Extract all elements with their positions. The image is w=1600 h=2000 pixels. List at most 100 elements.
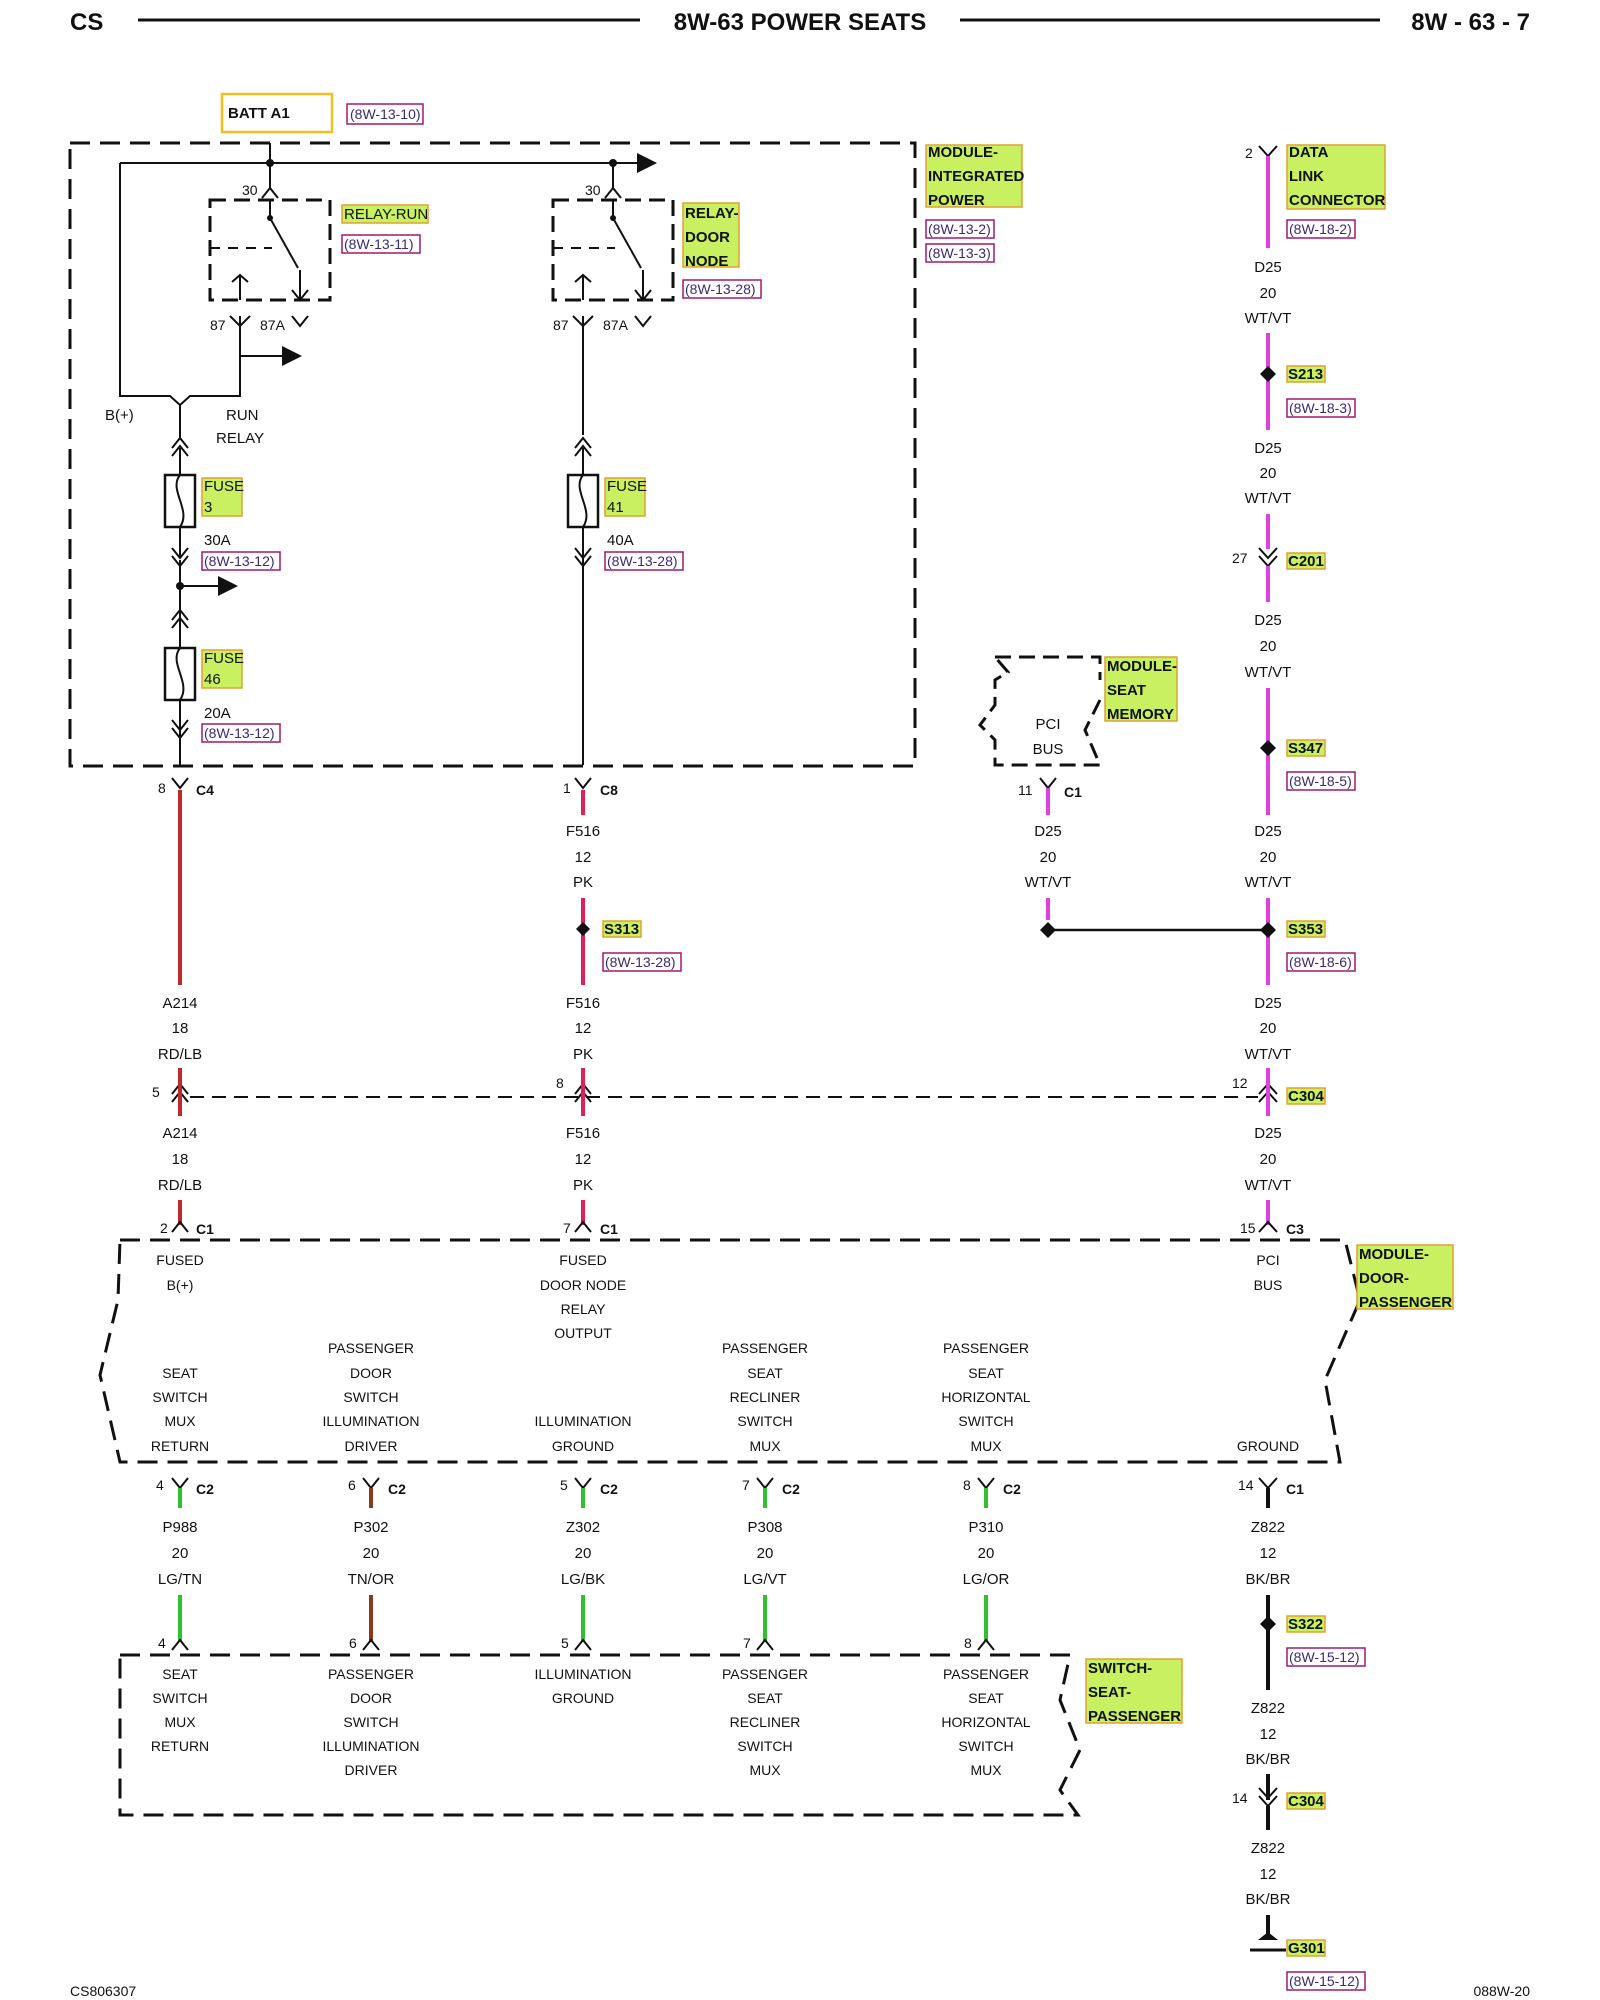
page-header: CS 8W-63 POWER SEATS 8W - 63 - 7 [70,9,1530,36]
svg-text:D25: D25 [1254,440,1282,457]
svg-text:BK/BR: BK/BR [1245,1571,1290,1588]
svg-text:CONNECTOR: CONNECTOR [1289,192,1386,209]
svg-text:46: 46 [204,671,221,688]
svg-text:Z302: Z302 [566,1519,600,1536]
fuse-41-ref[interactable]: (8W-13-28) [604,551,684,571]
splice-s347-ref[interactable]: (8W-18-5) [1286,771,1356,791]
connector-c304-row: 5 8 12 C304 [152,1068,1326,1116]
seat-switch-pin-labels: SEAT SWITCH MUX RETURN PASSENGER DOOR SW… [151,1666,1031,1778]
svg-text:SWITCH: SWITCH [343,1389,398,1405]
svg-text:P302: P302 [353,1519,388,1536]
dlc-ref[interactable]: (8W-18-2) [1286,219,1356,239]
svg-text:SWITCH: SWITCH [958,1413,1013,1429]
wire-p310: P310 20 LG/OR [963,1488,1010,1642]
svg-text:RELAY: RELAY [216,430,264,447]
svg-text:87: 87 [210,317,226,333]
svg-text:20: 20 [1260,285,1277,302]
svg-text:MODULE-: MODULE- [928,144,998,161]
svg-text:SWITCH: SWITCH [152,1690,207,1706]
svg-text:(8W-18-5): (8W-18-5) [1289,773,1352,789]
svg-text:MODULE-: MODULE- [1359,1246,1429,1263]
relay-door-node: 30 87 87A [551,182,675,435]
svg-text:8: 8 [963,1477,971,1493]
svg-text:MUX: MUX [749,1762,781,1778]
svg-text:S353: S353 [1288,921,1323,938]
seat-memory-label: MODULE- SEAT MEMORY [1104,656,1178,723]
splice-s322: S322 [1260,1615,1326,1633]
svg-text:WT/VT: WT/VT [1245,1177,1292,1194]
svg-text:SWITCH: SWITCH [958,1738,1013,1754]
svg-text:FUSED: FUSED [156,1252,203,1268]
relay-run-ref[interactable]: (8W-13-11) [341,234,421,254]
svg-text:S213: S213 [1288,366,1323,383]
svg-text:C4: C4 [196,782,214,798]
svg-text:PASSENGER: PASSENGER [722,1666,808,1682]
footer-left: CS806307 [70,1983,136,1999]
svg-text:20: 20 [1260,465,1277,482]
svg-text:7: 7 [743,1635,751,1651]
batt-a1-ref[interactable]: (8W-13-10) [346,103,424,125]
svg-text:(8W-13-28): (8W-13-28) [685,281,756,297]
splice-s213: S213 [1260,365,1326,383]
svg-text:DOOR: DOOR [685,229,730,246]
svg-text:OUTPUT: OUTPUT [554,1325,612,1341]
relay-door-ref[interactable]: (8W-13-28) [682,279,762,299]
fuse-46-ref[interactable]: (8W-13-12) [201,723,281,743]
svg-text:RELAY-RUN: RELAY-RUN [344,206,428,223]
svg-text:7: 7 [563,1220,571,1236]
svg-text:C3: C3 [1286,1221,1304,1237]
svg-text:SEAT: SEAT [747,1690,783,1706]
svg-text:RECLINER: RECLINER [730,1389,801,1405]
fuse-46-label: FUSE 46 [201,649,244,689]
door-module-c3-d25: 15 C3 [1240,1220,1304,1237]
svg-text:BUS: BUS [1254,1277,1283,1293]
fuse-41 [566,436,600,765]
fuse-3-ref[interactable]: (8W-13-12) [201,551,281,571]
svg-text:20: 20 [1260,1020,1277,1037]
splice-s353-ref[interactable]: (8W-18-6) [1286,952,1356,972]
pim-enclosure [68,141,917,768]
header-title: 8W-63 POWER SEATS [674,9,926,36]
splice-s313-ref[interactable]: (8W-13-28) [602,952,682,972]
svg-text:4: 4 [156,1477,164,1493]
svg-text:12: 12 [1260,1866,1277,1883]
fuse-3-amp: 30A [204,532,231,549]
connector-c304-z822: 14 C304 [1232,1787,1326,1830]
svg-text:20: 20 [1260,638,1277,655]
svg-text:C8: C8 [600,782,618,798]
svg-text:NODE: NODE [685,253,728,270]
pim-bus [119,143,657,390]
svg-text:DOOR: DOOR [350,1365,392,1381]
pim-ref-2[interactable]: (8W-13-3) [925,243,995,263]
wire-p988: P988 20 LG/TN [158,1488,202,1642]
svg-text:PASSENGER: PASSENGER [1088,1708,1181,1725]
wire-d25-seg5: D25 20 WT/VT [1245,995,1292,1063]
svg-text:MUX: MUX [164,1714,196,1730]
relay-door-label: RELAY- DOOR NODE [682,202,740,270]
svg-text:ILLUMINATION: ILLUMINATION [323,1738,420,1754]
svg-text:DATA: DATA [1289,144,1329,161]
svg-text:FUSE: FUSE [204,478,244,495]
svg-text:C2: C2 [1003,1481,1021,1497]
pim-ref-1[interactable]: (8W-13-2) [925,219,995,239]
splice-s322-ref[interactable]: (8W-15-12) [1286,1647,1366,1667]
bplus-run-relay-selector: B(+) RUN RELAY [105,385,264,447]
ground-g301-ref[interactable]: (8W-15-12) [1286,1971,1366,1991]
svg-text:30: 30 [242,182,258,198]
svg-text:PK: PK [573,874,593,891]
svg-text:DOOR-: DOOR- [1359,1270,1409,1287]
svg-text:B(+): B(+) [167,1277,194,1293]
svg-text:MUX: MUX [970,1438,1002,1454]
svg-text:BATT A1: BATT A1 [228,105,290,122]
svg-text:P310: P310 [968,1519,1003,1536]
svg-text:DRIVER: DRIVER [345,1762,398,1778]
svg-text:P308: P308 [747,1519,782,1536]
svg-text:FUSE: FUSE [607,478,647,495]
svg-text:PASSENGER: PASSENGER [722,1340,808,1356]
svg-text:ILLUMINATION: ILLUMINATION [535,1413,632,1429]
svg-text:DOOR: DOOR [350,1690,392,1706]
svg-text:2: 2 [160,1220,168,1236]
splice-s213-ref[interactable]: (8W-18-3) [1286,398,1356,418]
svg-text:(8W-13-28): (8W-13-28) [605,954,676,970]
